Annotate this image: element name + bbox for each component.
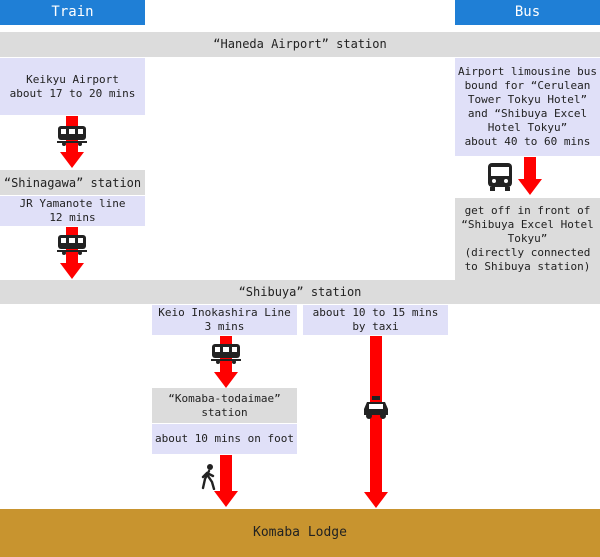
bus-header: Bus <box>455 0 600 25</box>
arrow-head <box>364 492 388 508</box>
walking-person-icon <box>200 464 218 490</box>
komaba-lodge-destination: Komaba Lodge <box>0 509 600 557</box>
arrow-head <box>518 179 542 195</box>
arrow-head <box>60 263 84 279</box>
arrow-head <box>214 491 238 507</box>
yamanote-route-box: JR Yamanote line 12 mins <box>0 196 145 226</box>
arrow-head <box>60 152 84 168</box>
shinagawa-station: “Shinagawa” station <box>0 170 145 195</box>
limousine-route-box: Airport limousine bus bound for “Cerulea… <box>455 58 600 156</box>
inokashira-route-box: Keio Inokashira Line 3 mins <box>152 305 297 335</box>
foot-route-box: about 10 mins on foot <box>152 424 297 454</box>
train-icon <box>56 233 88 255</box>
arrow-head <box>214 372 238 388</box>
train-icon <box>210 342 242 364</box>
arrow-bus <box>524 157 536 179</box>
getoff-box: get off in front of “Shibuya Excel Hotel… <box>455 198 600 280</box>
train-icon <box>56 124 88 146</box>
bus-icon <box>486 162 514 192</box>
komaba-todaimae-station: “Komaba-todaimae” station <box>152 388 297 423</box>
shibuya-station: “Shibuya” station <box>0 280 600 304</box>
haneda-station: “Haneda Airport” station <box>0 32 600 57</box>
keikyu-route-box: Keikyu Airport about 17 to 20 mins <box>0 58 145 115</box>
taxi-route-box: about 10 to 15 mins by taxi <box>303 305 448 335</box>
train-header: Train <box>0 0 145 25</box>
taxi-icon <box>362 396 390 420</box>
arrow-walk <box>220 455 232 493</box>
